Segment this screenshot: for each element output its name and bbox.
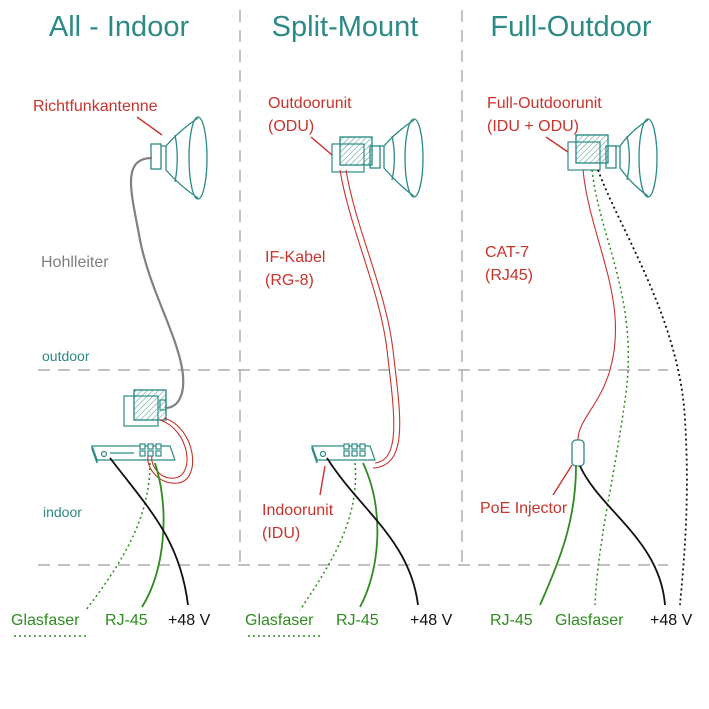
indoor-zone-label: indoor [43, 504, 82, 520]
odu-label-line1: Outdoorunit [268, 95, 352, 112]
antenna-pointer [136, 116, 163, 136]
idu-label-line2: (IDU) [262, 525, 300, 542]
radio-unit-icon [123, 389, 167, 427]
odu-label-line2: (ODU) [268, 118, 314, 135]
antenna-label: Richtfunkantenne [33, 98, 158, 115]
cat-label-line2: (RJ45) [485, 267, 533, 284]
outdoor-zone-label: outdoor [42, 348, 90, 364]
fiber-cable [85, 462, 151, 611]
bottom-label-48v-2: +48 V [410, 612, 453, 629]
full-outdoor-unit-icon [567, 134, 609, 171]
idu-label-line1: Indoorunit [262, 502, 334, 519]
power-cable [326, 457, 419, 606]
bottom-label-48v-1: +48 V [168, 612, 211, 629]
if-cable [339, 169, 401, 469]
indoor-unit-icon [311, 443, 376, 464]
bottom-label-rj45-3: RJ-45 [490, 612, 533, 629]
outdoor-unit-icon [331, 136, 373, 173]
column-title-full-outdoor: Full-Outdoor [490, 11, 652, 43]
bottom-label-rj45-2: RJ-45 [336, 612, 379, 629]
column-all-indoor: Richtfunkantenne Hohlleiter outdoor indo… [11, 98, 211, 637]
bottom-label-glasfaser-2: Glasfaser [245, 612, 314, 629]
idu-pointer [319, 465, 326, 496]
cat7-cable [577, 169, 617, 441]
fo-label-line2: (IDU + ODU) [487, 118, 579, 135]
poe-pointer [552, 464, 573, 496]
dish-antenna-icon [605, 118, 658, 198]
cat-label-line1: CAT-7 [485, 244, 529, 261]
bottom-label-rj45-1: RJ-45 [105, 612, 148, 629]
bottom-label-48v-3: +48 V [650, 612, 693, 629]
rj45-cable [539, 465, 577, 606]
dish-antenna-icon [369, 118, 424, 198]
fiber-cable [299, 462, 357, 611]
rf-cable-loop [147, 417, 194, 484]
power-cable [109, 457, 189, 606]
rj45-cable [359, 462, 379, 608]
bottom-label-glasfaser-3: Glasfaser [555, 612, 624, 629]
waveguide-line [130, 156, 185, 410]
fo-label-line1: Full-Outdoorunit [487, 95, 602, 112]
cable-label-line2: (RG-8) [265, 272, 314, 289]
waveguide-label: Hohlleiter [41, 254, 109, 271]
power-cable-dotted [597, 169, 688, 606]
power-cable [579, 465, 666, 606]
bottom-label-glasfaser-1: Glasfaser [11, 612, 80, 629]
fo-pointer [545, 136, 569, 153]
poe-injector-icon [571, 439, 585, 467]
rj45-cable [141, 462, 165, 608]
indoor-rack-unit-icon [91, 443, 176, 464]
column-full-outdoor: Full-Outdoorunit (IDU + ODU) CAT-7 (RJ45… [480, 95, 693, 629]
column-title-split-mount: Split-Mount [272, 11, 419, 43]
column-split-mount: Outdoorunit (ODU) IF-Kabel (RG-8) Indoor… [245, 95, 453, 637]
poe-label: PoE Injector [480, 500, 568, 517]
column-title-all-indoor: All - Indoor [49, 11, 190, 43]
dish-antenna-icon [150, 116, 208, 200]
cable-label-line1: IF-Kabel [265, 249, 325, 266]
dividers [38, 10, 668, 566]
odu-pointer [310, 136, 333, 156]
